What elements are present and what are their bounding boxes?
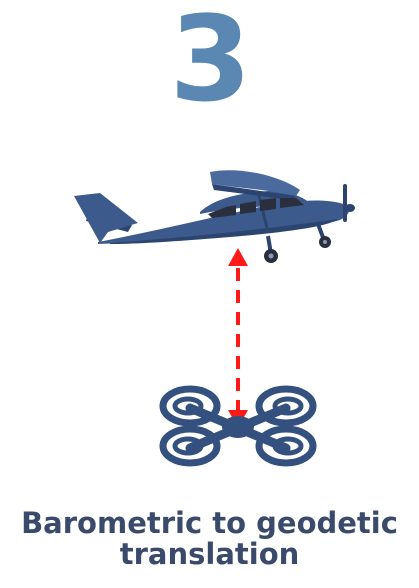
caption-line-2: translation [0, 539, 419, 570]
caption-line-1: Barometric to geodetic [0, 508, 419, 539]
airplane-icon [74, 170, 355, 263]
double-arrow-icon [228, 248, 248, 428]
caption: Barometric to geodetic translation [0, 508, 419, 570]
